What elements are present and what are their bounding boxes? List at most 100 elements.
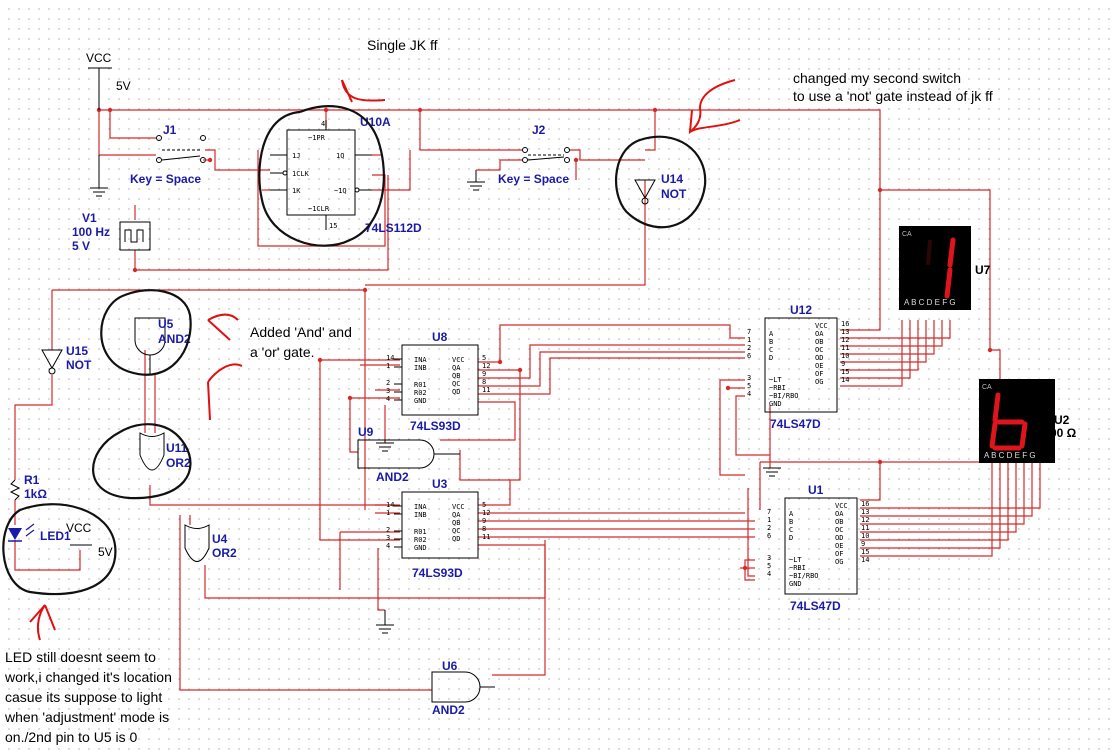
svg-text:5V: 5V [116, 79, 131, 93]
svg-text:AND2: AND2 [376, 470, 409, 484]
svg-text:VCC: VCC [86, 51, 112, 65]
pin-label: GND [414, 397, 427, 405]
pin-number: 1 [767, 516, 771, 524]
svg-text:U2: U2 [1054, 413, 1070, 427]
ground-u12 [763, 467, 781, 477]
svg-text:74LS93D: 74LS93D [410, 419, 461, 433]
svg-text:U14: U14 [661, 172, 683, 186]
pin-label: B [769, 338, 773, 346]
pin-label: A [789, 510, 794, 518]
svg-text:~1PR: ~1PR [308, 134, 326, 142]
pin-label: R02 [414, 536, 427, 544]
pin-number: 14 [841, 376, 849, 384]
pin-label: ~LT [789, 556, 802, 564]
decoder-u1: U1 74LS47D A7B1C2D6~LT3~RBI5~BI/RBO4GNDV… [767, 483, 869, 613]
pin-label: INB [414, 364, 427, 372]
pin-number: 2 [386, 526, 390, 534]
svg-text:5 V: 5 V [72, 239, 90, 253]
pin-label: OB [815, 338, 823, 346]
svg-text:00 Ω: 00 Ω [1050, 426, 1077, 440]
svg-text:U15: U15 [66, 344, 88, 358]
pin-number: 14 [861, 556, 869, 564]
ground-left [90, 155, 108, 197]
note-led-4: when 'adjustment' mode is [4, 709, 169, 725]
pin-number: 3 [767, 554, 771, 562]
pin-number: 6 [767, 532, 771, 540]
notes: Single JK ff changed my second switch to… [4, 37, 993, 745]
pin-number: 15 [841, 368, 849, 376]
pin-label: OE [815, 362, 823, 370]
svg-text:U7: U7 [975, 263, 991, 277]
pin-label: ~RBI [789, 564, 806, 572]
pin-label: ~BI/RBO [769, 392, 799, 400]
svg-text:100 Hz: 100 Hz [72, 225, 110, 239]
led1: LED1 [8, 523, 71, 543]
u10a-jk-flipflop: ~1PR 1J 1CLK 1K ~1CLR 1Q ~1Q 4 15 U10A 7… [270, 115, 422, 235]
switch-j2[interactable]: J2 Key = Space [498, 123, 570, 186]
svg-text:74LS47D: 74LS47D [770, 417, 821, 431]
pin-label: GND [789, 580, 802, 588]
decoder-u12: U12 74LS47D A7B1C2D6~LT3~RBI5~BI/RBO4GND… [747, 303, 849, 431]
pin-label: OG [835, 558, 843, 566]
pin-label: OC [835, 526, 843, 534]
switch-j1[interactable]: J1 Key = Space [130, 123, 210, 186]
pin-label: OD [835, 534, 843, 542]
pin-number: 5 [767, 562, 771, 570]
and-gate-u9: U9 AND2 [357, 425, 460, 484]
u10a-part: 74LS112D [365, 221, 422, 235]
j1-name: J1 [163, 123, 177, 137]
pin-label: VCC [452, 356, 465, 364]
pin-number: 11 [482, 386, 490, 394]
pin-label: OC [815, 346, 823, 354]
pin-label: ~RBI [769, 384, 786, 392]
pin-number: 7 [767, 508, 771, 516]
svg-text:U4: U4 [212, 532, 228, 546]
pin-label: C [769, 346, 773, 354]
svg-text:~1Q: ~1Q [334, 187, 347, 195]
junctions [96, 107, 993, 571]
svg-text:CA: CA [982, 384, 992, 391]
vcc-led: VCC 5V [66, 521, 113, 559]
display-u7: CA A B C D E F G U7 1 [899, 226, 991, 310]
pin-label: QA [452, 364, 461, 372]
resistor-r1: R1 1kΩ [9, 473, 47, 501]
note-single-jk: Single JK ff [367, 37, 438, 53]
svg-text:CA: CA [902, 231, 912, 238]
pin-label: OA [815, 330, 824, 338]
pin-label: VCC [835, 502, 848, 510]
not-gate-u14: U14 NOT [634, 172, 687, 205]
j2-key-label: Key = Space [498, 172, 569, 186]
svg-text:OR2: OR2 [212, 546, 237, 560]
pin-number: 16 [841, 320, 849, 328]
or-gate-u4: U4 OR2 [184, 524, 237, 562]
pin-label: OD [815, 354, 823, 362]
note-led-3: casue its suppose to light [5, 689, 162, 705]
annotation-circles [2, 105, 707, 596]
pin-number: 9 [482, 517, 486, 525]
note-changed-2: to use a 'not' gate instead of jk ff [793, 88, 993, 104]
and-gate-u6: U6 AND2 [431, 659, 495, 717]
svg-text:A B C D E F G: A B C D E F G [904, 298, 956, 307]
vcc-top: VCC 5V [86, 51, 131, 110]
pin-number: 9 [861, 540, 865, 548]
svg-text:OR2: OR2 [166, 456, 191, 470]
svg-text:74LS47D: 74LS47D [790, 599, 841, 613]
pin-number: 12 [482, 509, 490, 517]
clock-source-v1: V1 100 Hz 5 V [72, 211, 151, 253]
pin-number: 6 [747, 352, 751, 360]
svg-text:A B C D E F G: A B C D E F G [984, 451, 1036, 460]
pin-label: D [769, 354, 773, 362]
ground-u9 [376, 440, 394, 452]
pin-number: 4 [386, 395, 390, 403]
pin-label: OG [815, 378, 823, 386]
pin-number: 10 [861, 532, 869, 540]
pin-number: 8 [482, 378, 486, 386]
pin-label: INB [414, 511, 427, 519]
svg-text:1Q: 1Q [336, 152, 344, 160]
pin-number: 12 [841, 336, 849, 344]
pin-number: 2 [767, 524, 771, 532]
pin-number: 3 [747, 374, 751, 382]
pin-number: 9 [482, 370, 486, 378]
pin-number: 14 [386, 501, 394, 509]
